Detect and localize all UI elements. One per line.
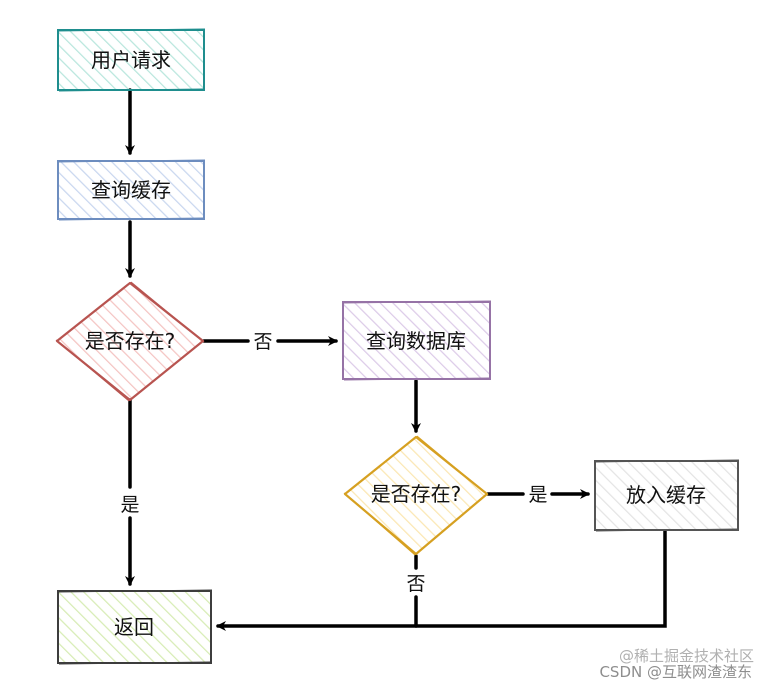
edge-label-yes-1: 是 [120, 494, 139, 516]
edge-label-no-2: 否 [406, 573, 425, 595]
node-decision-exists-1-label: 是否存在? [85, 329, 176, 353]
node-return: 返回 [56, 589, 213, 665]
node-user-request-label: 用户请求 [91, 48, 171, 72]
edges [130, 88, 667, 631]
node-query-db-label: 查询数据库 [366, 329, 466, 353]
node-user-request: 用户请求 [56, 28, 206, 92]
node-query-cache-label: 查询缓存 [91, 178, 171, 202]
node-decision-exists-1: 是否存在? [55, 281, 205, 402]
watermark-csdn: CSDN @互联网渣渣东 [599, 663, 752, 681]
edge-putcache-to-return [216, 529, 667, 631]
node-put-cache: 放入缓存 [593, 459, 740, 532]
node-return-label: 返回 [114, 615, 154, 639]
node-decision-exists-2-label: 是否存在? [371, 482, 462, 506]
node-query-db: 查询数据库 [341, 300, 492, 381]
node-query-cache: 查询缓存 [56, 159, 206, 221]
watermark-juejin: @稀土掘金技术社区 [618, 647, 754, 665]
node-put-cache-label: 放入缓存 [626, 483, 706, 507]
node-decision-exists-2: 是否存在? [343, 435, 489, 556]
edge-label-no-1: 否 [253, 331, 272, 353]
edge-label-yes-2: 是 [528, 484, 547, 506]
